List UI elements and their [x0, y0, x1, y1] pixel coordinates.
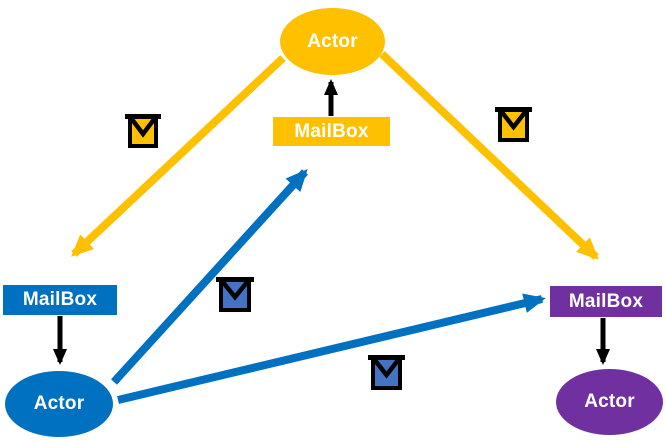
- actor-left-label: Actor: [33, 393, 85, 414]
- envelope-icon: [216, 277, 254, 312]
- mailbox-right-node: MailBox: [550, 286, 662, 317]
- mailbox-right-label: MailBox: [568, 290, 644, 312]
- mailbox-top-label: MailBox: [294, 120, 369, 142]
- mailbox-left-label: MailBox: [22, 289, 98, 310]
- actor-right-label: Actor: [584, 391, 635, 412]
- actor-top-label: Actor: [307, 30, 358, 52]
- actor-right-node: Actor: [556, 369, 663, 435]
- actor-top-node: Actor: [280, 8, 385, 75]
- arrow-actortop-to-mailboxleft: [71, 55, 286, 257]
- envelope-icon: [125, 114, 161, 148]
- envelope-icon: [495, 107, 532, 142]
- envelope-icon: [368, 355, 405, 390]
- arrow-actortop-to-mailboxright: [379, 51, 599, 260]
- mailbox-left-node: MailBox: [3, 285, 117, 315]
- arrow-actorleft-to-mailboxtop: [111, 169, 308, 385]
- actor-left-node: Actor: [5, 371, 113, 437]
- arrow-actorleft-to-mailboxright: [117, 293, 546, 404]
- mailbox-top-node: MailBox: [273, 117, 390, 146]
